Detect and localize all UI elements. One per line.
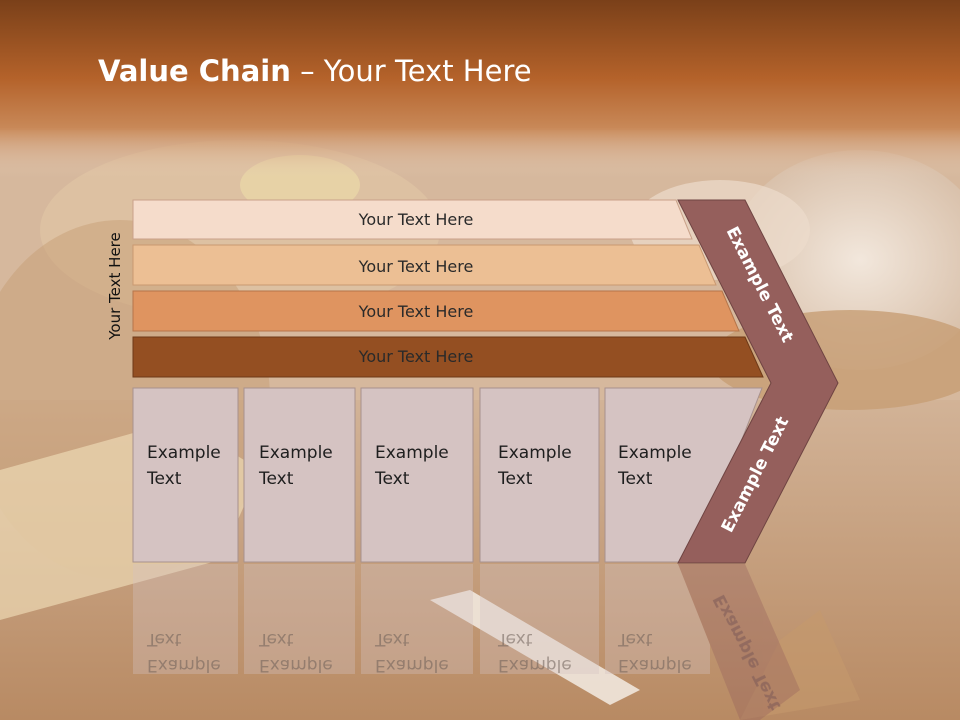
reflection-label: Example xyxy=(618,655,692,675)
box-4 xyxy=(479,387,600,563)
box-5-line2: Text xyxy=(617,469,653,489)
box-4-line1: Example xyxy=(498,443,572,463)
reflection-label: Text xyxy=(146,629,182,649)
reflection-label: Text xyxy=(258,629,294,649)
reflection-label: Text xyxy=(374,629,410,649)
chevron-shape xyxy=(677,199,839,564)
box-1-line1: Example xyxy=(147,443,221,463)
reflection-label: Text xyxy=(497,629,533,649)
box-5-line1: Example xyxy=(618,443,692,463)
bar-4-label: Your Text Here xyxy=(358,347,474,366)
title-bold: Value Chain xyxy=(98,54,291,88)
box-2 xyxy=(243,387,356,563)
reflection-box xyxy=(133,564,238,674)
reflection-label: Example xyxy=(259,655,333,675)
reflection-chevron xyxy=(678,564,800,720)
bar-1 xyxy=(132,199,693,240)
box-1 xyxy=(132,387,239,563)
reflection-label: Example xyxy=(147,655,221,675)
box-2-line2: Text xyxy=(258,469,294,489)
box-2-line1: Example xyxy=(259,443,333,463)
box-1-line2: Text xyxy=(146,469,182,489)
box-4-line2: Text xyxy=(497,469,533,489)
box-3-line1: Example xyxy=(375,443,449,463)
bar-3-label: Your Text Here xyxy=(358,302,474,321)
bar-1-label: Your Text Here xyxy=(358,210,474,229)
boxes-group: Example Text Example Text Example Text E… xyxy=(132,387,763,563)
reflection-box xyxy=(244,564,355,674)
diagram-reflection xyxy=(133,564,800,720)
title-rest: – Your Text Here xyxy=(290,54,532,88)
reflection-box xyxy=(361,564,473,674)
reflection-label: Text xyxy=(617,629,653,649)
bar-2-label: Your Text Here xyxy=(358,257,474,276)
bar-3 xyxy=(132,290,740,332)
bars-group: Your Text Here Your Text Here Your Text … xyxy=(132,199,764,378)
bar-2 xyxy=(132,244,717,286)
reflection-box xyxy=(605,564,710,674)
box-3 xyxy=(360,387,474,563)
page-title: Value Chain – Your Text Here xyxy=(98,54,532,88)
box-3-line2: Text xyxy=(374,469,410,489)
reflection-box xyxy=(480,564,599,674)
reflection-label: Example xyxy=(375,655,449,675)
reflection-label: Example xyxy=(498,655,572,675)
bar-4 xyxy=(132,336,764,378)
